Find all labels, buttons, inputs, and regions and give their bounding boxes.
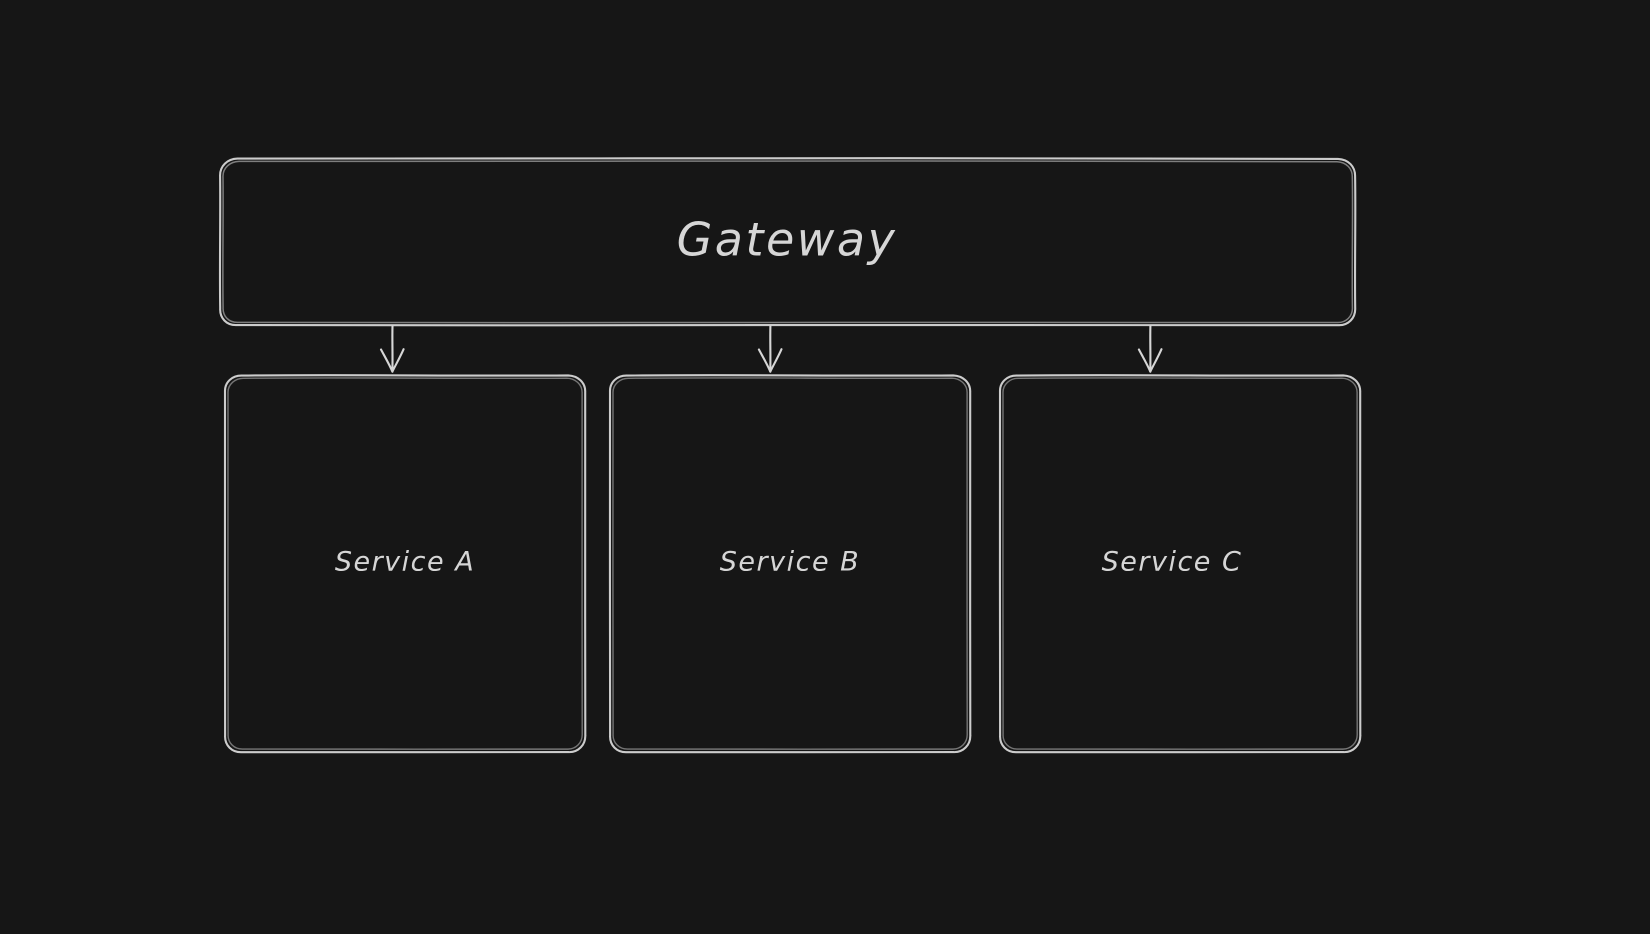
service-c-box-outline-1 xyxy=(998,374,1362,754)
edge-gateway-service-b xyxy=(757,324,783,373)
service-a-box-outline-2 xyxy=(227,377,584,751)
edge-b-arrowhead-right xyxy=(769,348,783,373)
service-c-label: Service C xyxy=(1102,547,1243,578)
edge-gateway-service-c xyxy=(1137,324,1163,373)
gateway-box-outline-2 xyxy=(222,160,1354,324)
edge-a-arrowhead-left xyxy=(379,348,394,373)
edge-b-arrowhead-left xyxy=(757,348,772,373)
node-service-b[interactable]: Service B xyxy=(608,374,972,754)
service-b-label: Service B xyxy=(720,547,860,578)
service-b-box-outline-2 xyxy=(612,377,969,751)
gateway-box-fill xyxy=(219,158,1356,325)
service-c-box-outline-2 xyxy=(1002,377,1359,751)
service-a-label: Service A xyxy=(335,547,475,578)
service-c-box-fill xyxy=(1000,375,1360,752)
edge-c-arrowhead-right xyxy=(1149,348,1163,373)
gateway-label: Gateway xyxy=(677,213,898,267)
node-gateway[interactable]: Gateway xyxy=(218,157,1357,327)
node-service-a[interactable]: Service A xyxy=(223,374,587,754)
service-b-box-fill xyxy=(610,375,970,752)
edge-a-arrowhead-right xyxy=(391,348,405,373)
service-b-box-outline-1 xyxy=(608,374,972,754)
edge-c-arrowhead-left xyxy=(1137,348,1152,373)
service-a-box-outline-1 xyxy=(223,374,587,754)
node-service-c[interactable]: Service C xyxy=(998,374,1362,754)
edge-gateway-service-a xyxy=(379,324,405,373)
service-a-box-fill xyxy=(225,375,585,752)
gateway-box-outline-1 xyxy=(218,157,1357,327)
